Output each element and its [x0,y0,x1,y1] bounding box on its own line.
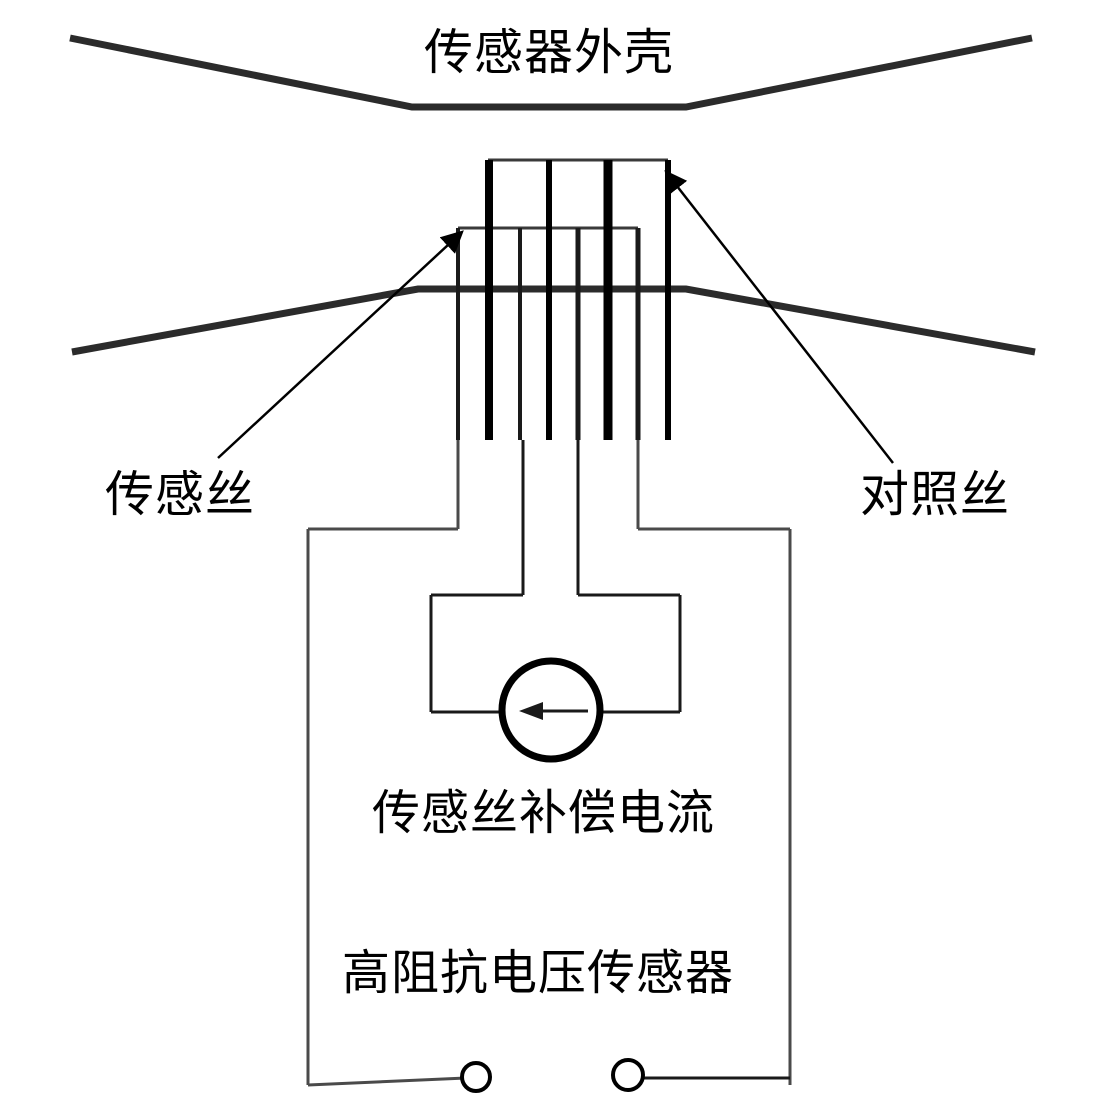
vertical-wire-array [456,160,671,440]
label-sense-wire: 传感丝 [105,467,256,522]
sensor-housing-upper [69,34,1033,111]
label-compensation-current: 传感丝补偿电流 [372,787,716,840]
leader-line-reference-wire [664,170,894,464]
label-high-impedance-voltage-sensor: 高阻抗电压传感器 [342,947,735,1000]
sensor-housing-lower [71,285,1036,356]
leader-line-sense-wire [217,230,464,459]
sensor-circuit-outer-loop [306,440,792,1087]
terminal-node-left-icon [460,1061,492,1093]
current-source-branch [429,440,682,714]
label-sensor-housing: 传感器外壳 [424,25,675,80]
current-source-icon [498,657,604,763]
label-reference-wire: 对照丝 [860,467,1011,522]
terminal-node-right-icon [611,1058,645,1092]
output-terminals [460,1058,645,1093]
